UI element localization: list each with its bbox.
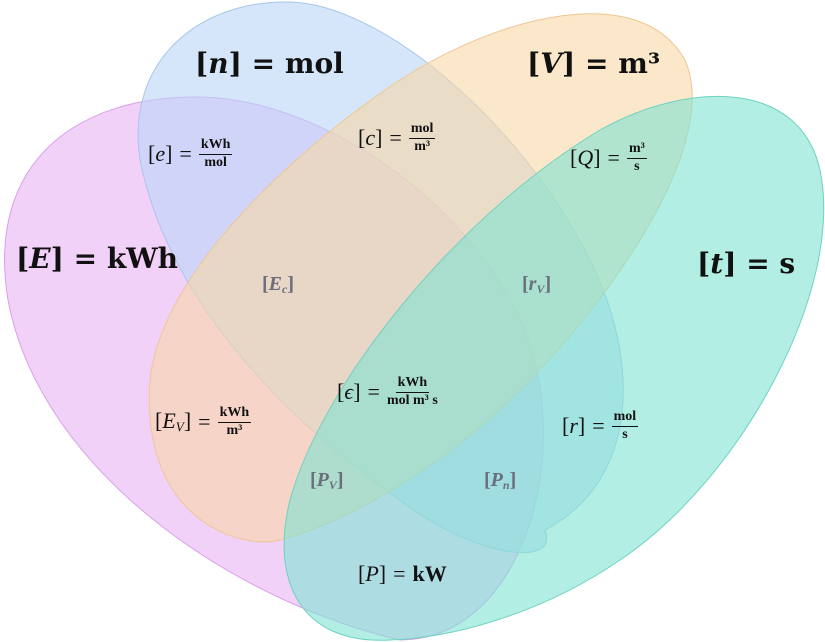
equals: = bbox=[367, 379, 380, 404]
symbol: E bbox=[162, 408, 176, 434]
region-e-symbol: [e] bbox=[148, 141, 173, 166]
region-Pn-label: [Pn] bbox=[484, 469, 517, 492]
equals: = bbox=[73, 242, 98, 275]
set-n-label: [n] = mol bbox=[195, 50, 344, 78]
bracket: [ bbox=[527, 47, 541, 80]
numerator: kWh bbox=[217, 406, 252, 423]
unit-mol: mol bbox=[284, 47, 344, 80]
symbol: ϵ bbox=[344, 379, 354, 404]
denominator: s bbox=[634, 159, 640, 174]
equals: = bbox=[584, 47, 609, 80]
region-Q-symbol: [Q] bbox=[570, 145, 601, 170]
bracket: [ bbox=[16, 242, 30, 275]
symbol: r bbox=[528, 273, 537, 295]
region-Ec-label: [Ec] bbox=[262, 273, 295, 296]
numerator: m³ bbox=[626, 142, 647, 159]
unit-kWh: kWh bbox=[106, 242, 179, 275]
subscript: c bbox=[282, 282, 288, 296]
equals: = bbox=[607, 145, 620, 170]
unit-m3: m³ bbox=[618, 47, 661, 80]
bracket: [ bbox=[697, 247, 711, 280]
region-P-symbol: [P] bbox=[358, 561, 387, 586]
symbol: c bbox=[365, 125, 376, 150]
region-EV-symbol: [EV] bbox=[155, 408, 192, 435]
symbol: P bbox=[316, 469, 329, 491]
bracket: ] bbox=[723, 247, 737, 280]
symbol: e bbox=[155, 141, 166, 166]
subscript: V bbox=[328, 478, 337, 492]
set-E-label: [E] = kWh bbox=[16, 245, 178, 273]
equals: = bbox=[198, 409, 211, 434]
equals: = bbox=[746, 247, 770, 280]
numerator: kWh bbox=[198, 138, 233, 155]
equals: = bbox=[389, 125, 402, 150]
equals: = bbox=[179, 141, 192, 166]
unit-kW: kW bbox=[412, 561, 447, 586]
region-c-symbol: [c] bbox=[358, 125, 383, 150]
symbol-E: E bbox=[29, 242, 51, 275]
set-V-label: [V] = m³ bbox=[527, 50, 660, 78]
region-epsilon-symbol: [ϵ] bbox=[337, 379, 361, 404]
symbol: r bbox=[569, 413, 578, 438]
region-r-symbol: [r] bbox=[562, 413, 586, 438]
bracket: [ bbox=[195, 47, 209, 80]
set-t-label: [t] = s bbox=[697, 250, 795, 278]
subscript: V bbox=[536, 282, 545, 296]
region-rV-label: [rV] bbox=[522, 273, 552, 296]
subscript: V bbox=[175, 419, 184, 435]
equals: = bbox=[251, 47, 276, 80]
symbol: P bbox=[365, 561, 379, 586]
symbol-V: V bbox=[540, 47, 562, 80]
region-PV-label: [PV] bbox=[310, 469, 344, 492]
set-t-shape bbox=[283, 95, 825, 641]
symbol: P bbox=[490, 469, 503, 491]
denominator: m³ bbox=[414, 139, 431, 154]
equals: = bbox=[393, 561, 406, 586]
numerator: kWh bbox=[395, 376, 430, 393]
subscript: n bbox=[502, 478, 510, 492]
unit-s: s bbox=[779, 247, 796, 280]
denominator: mol bbox=[204, 155, 227, 170]
bracket: ] bbox=[228, 47, 242, 80]
symbol-t: t bbox=[710, 247, 724, 280]
symbol: Q bbox=[577, 145, 594, 170]
symbol-n: n bbox=[208, 47, 229, 80]
denominator: mol m³ s bbox=[386, 393, 438, 408]
numerator: mol bbox=[611, 410, 639, 427]
equals: = bbox=[592, 413, 605, 438]
bracket: ] bbox=[561, 47, 576, 80]
bracket: ] bbox=[50, 242, 64, 275]
numerator: mol bbox=[408, 122, 436, 139]
region-P-label: [P] = kW bbox=[358, 563, 447, 585]
denominator: s bbox=[622, 427, 628, 442]
symbol: E bbox=[268, 273, 283, 295]
denominator: m³ bbox=[226, 423, 243, 438]
